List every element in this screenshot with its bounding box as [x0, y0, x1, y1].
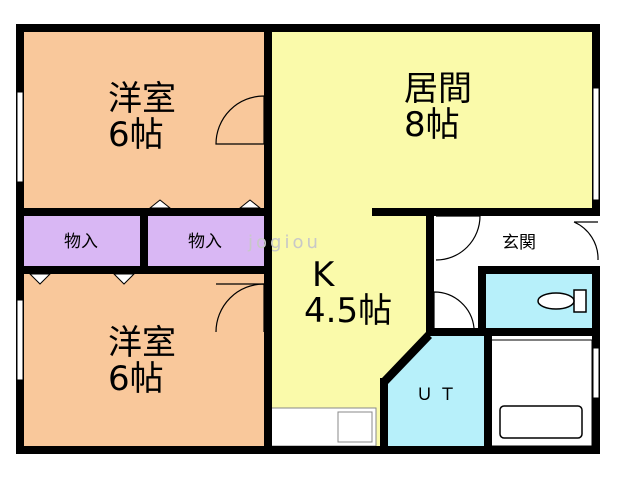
closet-left-fill [24, 214, 140, 268]
closet-right-label: 物入 [188, 232, 222, 252]
windows [16, 87, 600, 399]
toilet-icon [537, 289, 587, 313]
living-room-name: 居間 [404, 69, 472, 109]
western-room-top-fill [24, 30, 266, 208]
bathtub [499, 405, 583, 439]
kitchen-size: 4.5帖 [304, 291, 392, 331]
utility-room-label: ＵＴ [416, 385, 462, 405]
door-swings [215, 95, 599, 333]
western-room-top-size: 6帖 [108, 115, 164, 155]
western-room-bottom-size: 6帖 [108, 359, 164, 399]
closet-door-markers [28, 199, 262, 285]
closet-right-fill [148, 214, 264, 268]
closet-left-label: 物入 [64, 232, 98, 252]
kitchen-name: K [312, 255, 336, 295]
kitchen-sink [337, 411, 373, 443]
utility-room-fill [388, 336, 484, 446]
western-room-top-name: 洋室 [108, 79, 176, 119]
watermark-text: jogiou [247, 232, 321, 253]
living-kitchen-fill [268, 30, 598, 446]
entrance-label: 玄関 [502, 233, 536, 253]
western-room-bottom-name: 洋室 [108, 323, 176, 363]
living-room-size: 8帖 [404, 105, 460, 145]
